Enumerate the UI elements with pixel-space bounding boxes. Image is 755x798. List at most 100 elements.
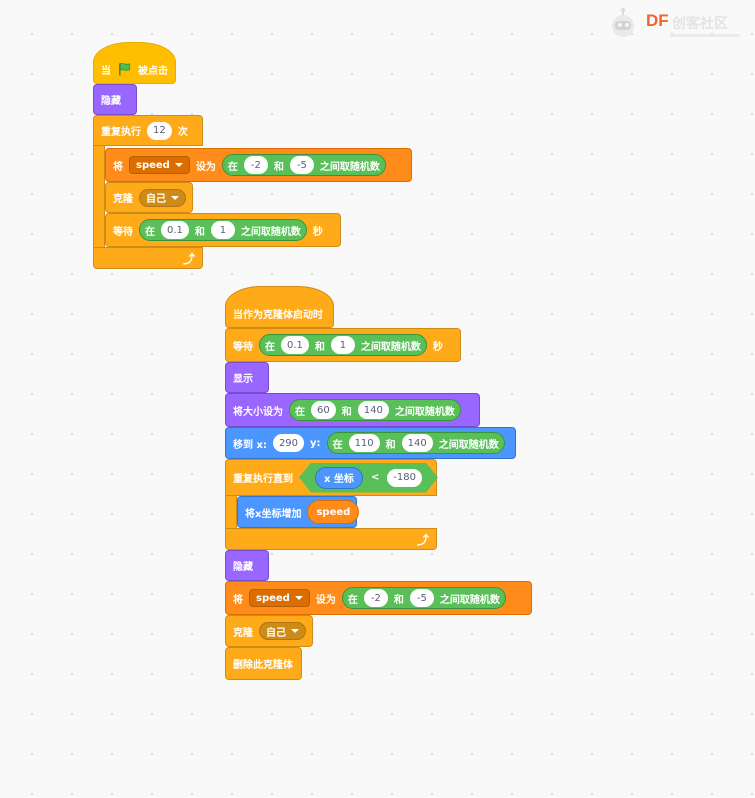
random-operator-block[interactable]: 在 0.1 和 1 之间取随机数 (139, 219, 307, 241)
set-size-block[interactable]: 将大小设为 在 60 和 140 之间取随机数 (225, 393, 480, 427)
random-tail-label: 之间取随机数 (319, 161, 380, 173)
random-from-input[interactable]: -2 (363, 589, 388, 607)
repeat-until-arm (225, 496, 237, 528)
create-clone-block[interactable]: 克隆 自己 (225, 615, 313, 647)
random-to-input[interactable]: 1 (210, 221, 235, 239)
green-flag-icon (119, 63, 131, 76)
repeat-until-footer: ⤴ (225, 528, 437, 550)
clone-label: 克隆 (113, 194, 133, 205)
set-label: 将 (233, 594, 243, 606)
caret-down-icon (294, 596, 303, 600)
random-in-label: 在 (227, 161, 238, 173)
set-label: 将 (113, 161, 123, 173)
random-to-input[interactable]: 140 (401, 434, 433, 452)
variable-name: speed (256, 592, 290, 604)
clone-target-dropdown[interactable]: 自己 (259, 622, 306, 640)
clone-target: 自己 (146, 194, 166, 205)
robot-mascot-icon (612, 8, 634, 37)
random-from-input[interactable]: 0.1 (281, 336, 309, 354)
random-operator-block[interactable]: 在 -2 和 -5 之间取随机数 (221, 154, 386, 176)
clicked-label: 被点击 (138, 65, 168, 77)
create-clone-block[interactable]: 克隆 自己 (105, 182, 193, 213)
random-operator-block[interactable]: 在 0.1 和 1 之间取随机数 (259, 334, 427, 356)
variable-name: speed (136, 159, 170, 171)
delete-clone-label: 删除此克隆体 (233, 660, 293, 671)
set-to-label: 设为 (195, 161, 216, 173)
random-to-input[interactable]: 140 (357, 401, 389, 419)
random-and-label: 和 (314, 341, 325, 353)
random-in-label: 在 (145, 226, 155, 238)
random-tail-label: 之间取随机数 (394, 406, 455, 418)
random-in-label: 在 (332, 439, 343, 451)
hide-label: 隐藏 (233, 562, 253, 573)
show-block[interactable]: 显示 (225, 362, 269, 393)
random-from-input[interactable]: -2 (243, 156, 268, 174)
compare-value-input[interactable]: -180 (387, 469, 422, 487)
wait-label: 等待 (233, 341, 253, 353)
wait-block[interactable]: 等待 在 0.1 和 1 之间取随机数 秒 (105, 213, 341, 247)
logo-brand: DF (646, 11, 669, 30)
x-position-reporter[interactable]: x 坐标 (315, 467, 363, 489)
set-speed-variable-block[interactable]: 将 speed 设为 在 -2 和 -5 之间取随机数 (225, 581, 532, 615)
hide-block[interactable]: 隐藏 (225, 550, 269, 581)
random-and-label: 和 (341, 406, 352, 418)
show-label: 显示 (233, 374, 253, 385)
repeat-until-block[interactable]: 重复执行直到 x 坐标 < -180 (225, 459, 437, 496)
clone-target: 自己 (266, 627, 286, 639)
when-flag-clicked-block[interactable]: 当 被点击 (93, 42, 176, 84)
random-and-label: 和 (385, 439, 396, 451)
variable-dropdown[interactable]: speed (249, 589, 310, 607)
less-than-operator-block[interactable]: x 坐标 < -180 (299, 463, 438, 493)
repeat-block-arm (93, 146, 105, 247)
wait-label: 等待 (113, 226, 133, 238)
wait-block[interactable]: 等待 在 0.1 和 1 之间取随机数 秒 (225, 328, 461, 362)
random-to-input[interactable]: -5 (409, 589, 434, 607)
hide-label: 隐藏 (101, 96, 121, 107)
random-in-label: 在 (295, 406, 305, 418)
repeat-label: 重复执行 (101, 127, 141, 138)
random-from-input[interactable]: 0.1 (161, 221, 189, 239)
clone-target-dropdown[interactable]: 自己 (139, 188, 186, 207)
set-speed-variable-block[interactable]: 将 speed 设为 在 -2 和 -5 之间取随机数 (105, 148, 412, 182)
clone-label: 克隆 (233, 627, 253, 639)
x-input[interactable]: 290 (272, 434, 305, 452)
less-than-sign: < (370, 472, 380, 483)
repeat-count-input[interactable]: 12 (147, 121, 172, 140)
logo-community: 创客社区 (672, 16, 728, 32)
when-clone-label: 当作为克隆体启动时 (233, 309, 323, 321)
when-start-as-clone-block[interactable]: 当作为克隆体启动时 (225, 286, 334, 328)
go-to-xy-block[interactable]: 移到 x: 290 y: 在 110 和 140 之间取随机数 (225, 427, 516, 459)
seconds-suffix: 秒 (432, 341, 443, 353)
change-x-label: 将x坐标增加 (245, 508, 302, 520)
random-tail-label: 之间取随机数 (439, 594, 500, 606)
caret-down-icon (171, 195, 179, 200)
when-label: 当 (101, 65, 111, 77)
random-and-label: 和 (194, 226, 205, 238)
random-from-input[interactable]: 110 (348, 434, 380, 452)
random-operator-block[interactable]: 在 110 和 140 之间取随机数 (326, 432, 505, 454)
speed-reporter[interactable]: speed (307, 500, 360, 524)
goto-y-label: y: (310, 437, 321, 449)
set-size-label: 将大小设为 (233, 406, 283, 418)
random-operator-block[interactable]: 在 60 和 140 之间取随机数 (289, 399, 461, 421)
repeat-arrow-icon: ⤴ (416, 532, 429, 547)
random-operator-block[interactable]: 在 -2 和 -5 之间取随机数 (341, 587, 506, 609)
random-tail-label: 之间取随机数 (240, 226, 301, 238)
change-x-block[interactable]: 将x坐标增加 speed (237, 496, 360, 528)
random-from-input[interactable]: 60 (311, 401, 336, 419)
repeat-arrow-icon: ⤴ (182, 251, 195, 266)
caret-down-icon (174, 163, 183, 167)
hide-block[interactable]: 隐藏 (93, 84, 137, 115)
repeat-block-footer: ⤴ (93, 247, 203, 269)
seconds-suffix: 秒 (312, 226, 323, 238)
delete-clone-block[interactable]: 删除此克隆体 (225, 647, 302, 680)
variable-dropdown[interactable]: speed (129, 156, 190, 174)
goto-x-label: 移到 x: (233, 439, 267, 451)
repeat-block[interactable]: 重复执行 12 次 (93, 115, 203, 146)
random-to-input[interactable]: 1 (330, 336, 355, 354)
random-tail-label: 之间取随机数 (360, 341, 421, 353)
repeat-times-suffix: 次 (177, 127, 188, 138)
random-and-label: 和 (393, 594, 404, 606)
caret-down-icon (291, 629, 299, 633)
random-to-input[interactable]: -5 (289, 156, 314, 174)
